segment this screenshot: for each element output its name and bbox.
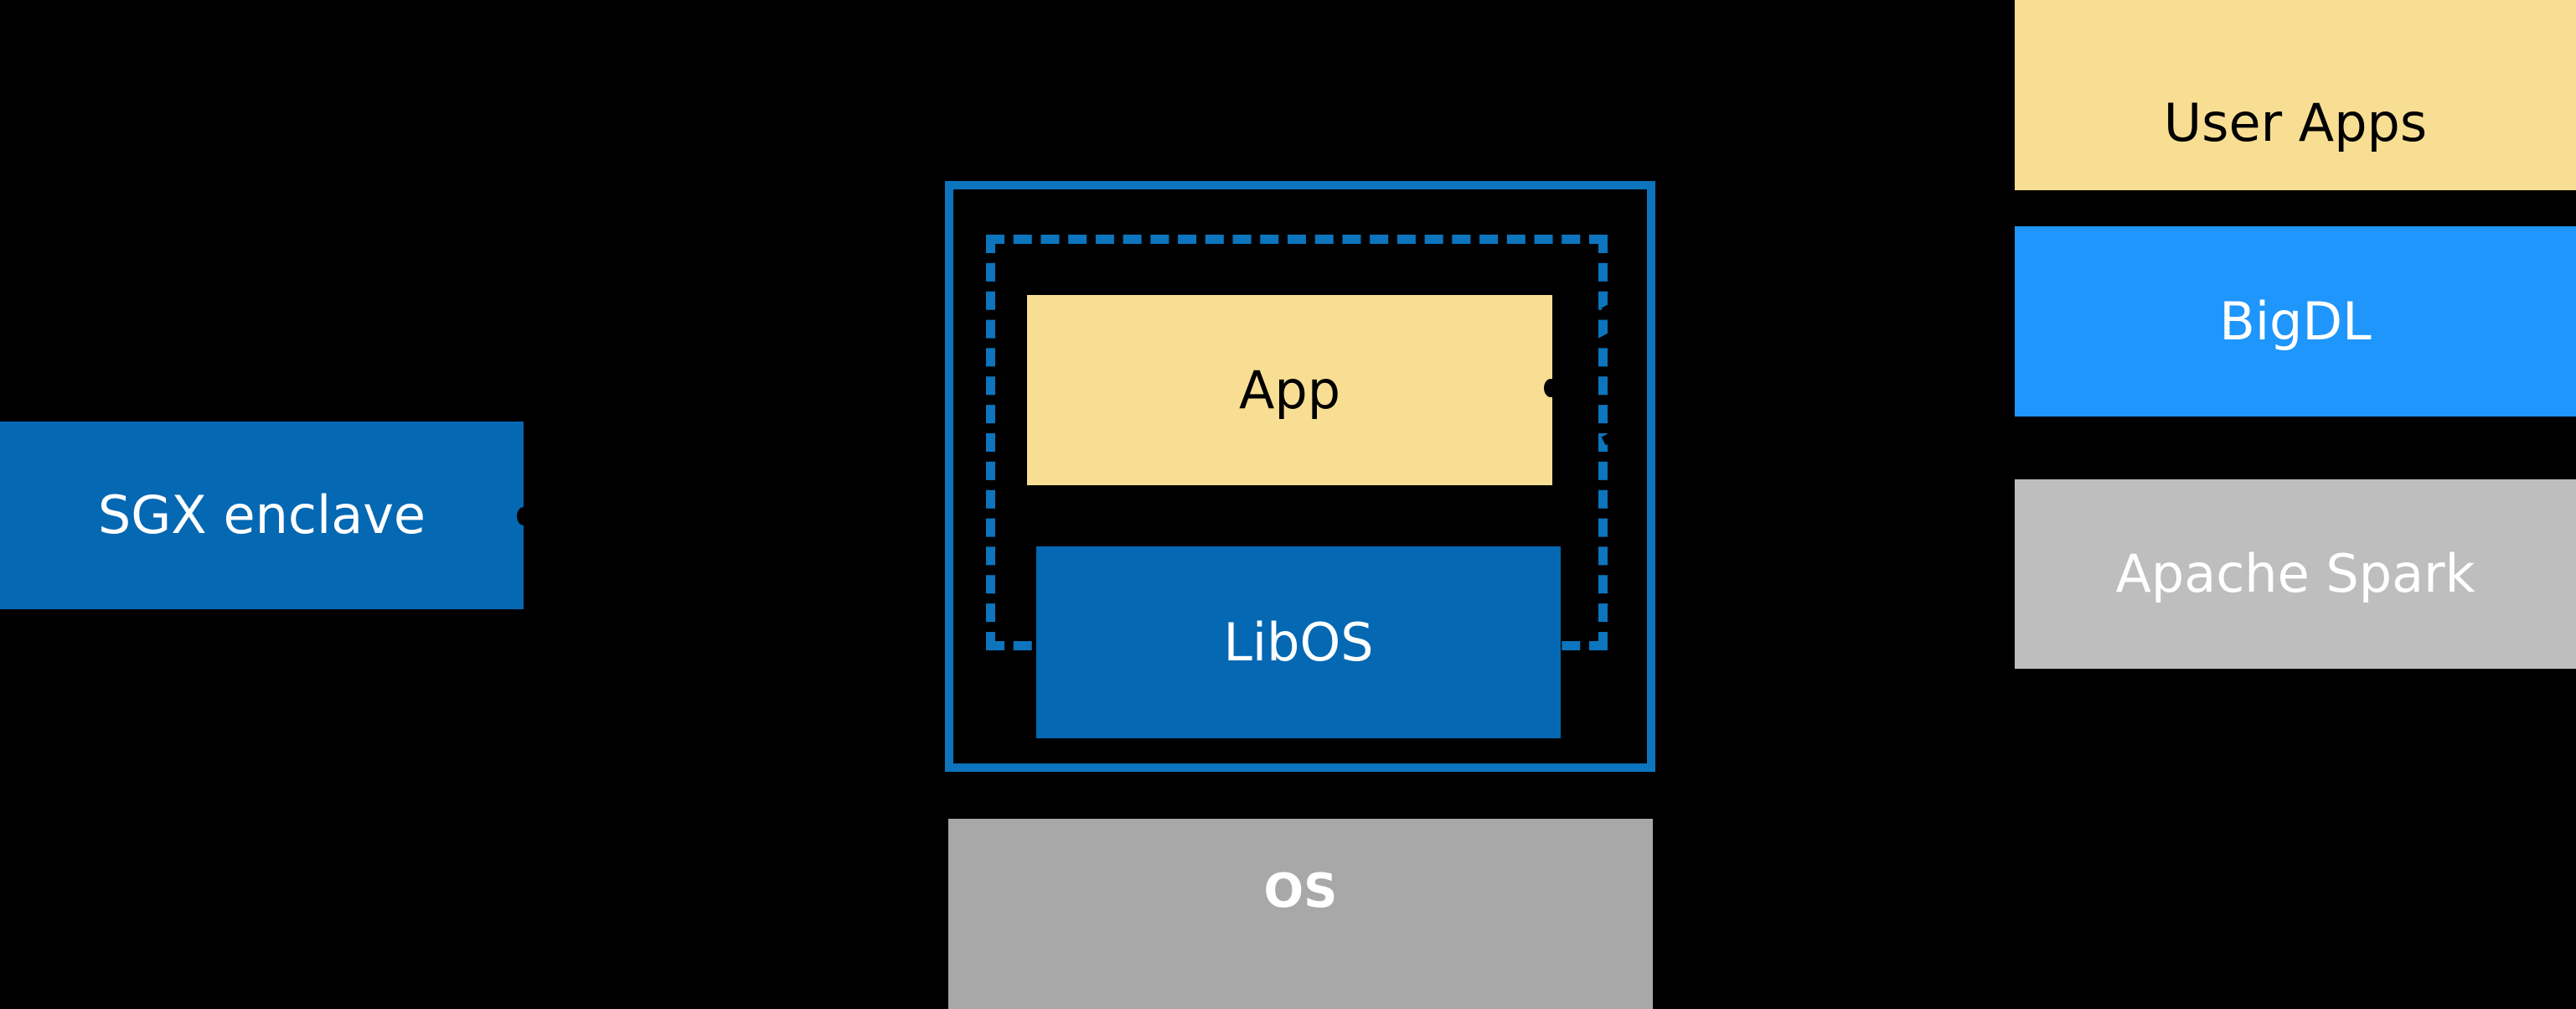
libos-label: LibOS xyxy=(1223,611,1374,673)
os-box[interactable]: OS xyxy=(948,819,1653,1009)
app-box[interactable]: App xyxy=(1027,295,1552,485)
bigdl-box[interactable]: BigDL xyxy=(2015,226,2576,417)
sgx-enclave-connector-dot xyxy=(517,507,530,525)
os-label: OS xyxy=(1263,864,1338,918)
app-label: App xyxy=(1238,359,1341,421)
apache-spark-box[interactable]: Apache Spark xyxy=(2015,479,2576,669)
apache-spark-label: Apache Spark xyxy=(2115,543,2475,605)
sgx-enclave-label: SGX enclave xyxy=(97,484,426,546)
bigdl-label: BigDL xyxy=(2219,290,2372,352)
user-apps-box[interactable]: User Apps xyxy=(2015,0,2576,190)
app-connector-dot xyxy=(1544,379,1557,397)
enclave-solid-frame xyxy=(945,181,1655,772)
libos-box[interactable]: LibOS xyxy=(1036,546,1561,738)
sgx-enclave-box[interactable]: SGX enclave xyxy=(0,422,524,609)
user-apps-label: User Apps xyxy=(2163,91,2428,153)
